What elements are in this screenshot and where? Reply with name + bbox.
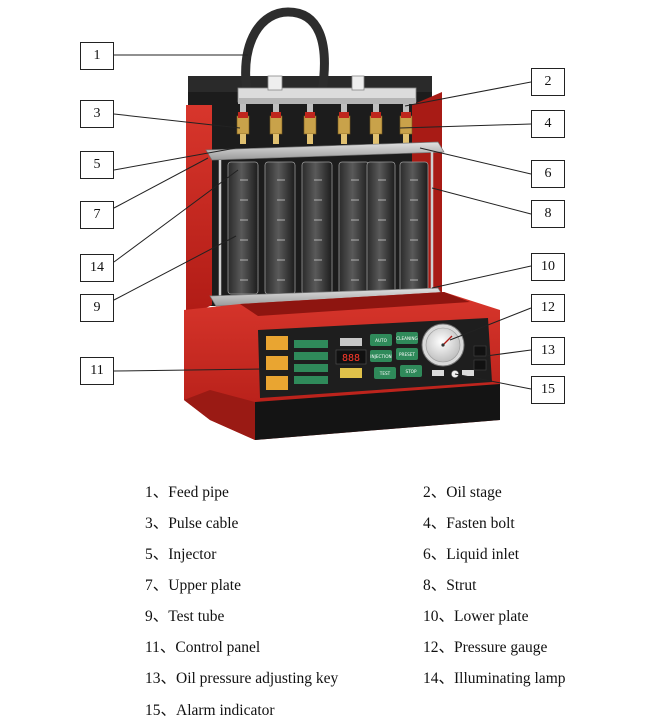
key-cleaning: CLEANING (396, 336, 418, 341)
callout-9: 9 (80, 294, 114, 322)
legend-item-13: 13、Oil pressure adjusting key (145, 670, 339, 687)
injector-row (236, 104, 413, 144)
oil-stage (237, 75, 417, 104)
callout-8: 8 (531, 200, 565, 228)
legend-item-2: 2、Oil stage (423, 484, 502, 501)
struts (218, 152, 434, 296)
callout-1: 1 (80, 42, 114, 70)
legend-item-7: 7、Upper plate (145, 577, 241, 594)
legend-item-5: 5、Injector (145, 546, 217, 563)
callout-14: 14 (80, 254, 114, 282)
key-auto: AUTO (375, 338, 387, 343)
callout-7: 7 (80, 201, 114, 229)
panel-display: 888 (342, 353, 360, 364)
legend-item-10: 10、Lower plate (423, 608, 529, 625)
callout-6: 6 (531, 160, 565, 188)
callout-11: 11 (80, 357, 114, 385)
key-preset: PRESET (399, 352, 415, 357)
parts-legend: 1、Feed pipe 2、Oil stage 3、Pulse cable 4、… (0, 468, 670, 727)
test-tubes (227, 161, 429, 295)
key-test: TEST (379, 371, 391, 376)
key-injection: INJECTION (370, 354, 391, 359)
upper-plate (205, 141, 445, 161)
machine-illustration: 888 AUTO CLEANING INJECTION PRESET TEST … (113, 7, 532, 440)
legend-item-11: 11、Control panel (145, 639, 261, 656)
callout-4: 4 (531, 110, 565, 138)
key-stop: STOP (405, 369, 417, 374)
machine-diagram: 888 AUTO CLEANING INJECTION PRESET TEST … (80, 7, 565, 440)
legend-item-8: 8、Strut (423, 577, 477, 594)
legend-item-4: 4、Fasten bolt (423, 515, 515, 532)
callout-3: 3 (80, 100, 114, 128)
callout-5: 5 (80, 151, 114, 179)
legend-item-6: 6、Liquid inlet (423, 546, 520, 563)
callout-15: 15 (531, 376, 565, 404)
legend-item-14: 14、Illuminating lamp (423, 670, 566, 687)
leader-lines (113, 54, 532, 390)
legend-item-3: 3、Pulse cable (145, 515, 239, 532)
callout-10: 10 (531, 253, 565, 281)
callout-12: 12 (531, 294, 565, 322)
callout-13: 13 (531, 337, 565, 365)
legend-item-12: 12、Pressure gauge (423, 639, 548, 656)
callout-2: 2 (531, 68, 565, 96)
feed-pipe (241, 7, 329, 97)
legend-item-15: 15、Alarm indicator (145, 702, 275, 719)
legend-item-9: 9、Test tube (145, 608, 225, 625)
legend-item-1: 1、Feed pipe (145, 484, 229, 501)
control-panel: 888 AUTO CLEANING INJECTION PRESET TEST … (258, 318, 492, 398)
